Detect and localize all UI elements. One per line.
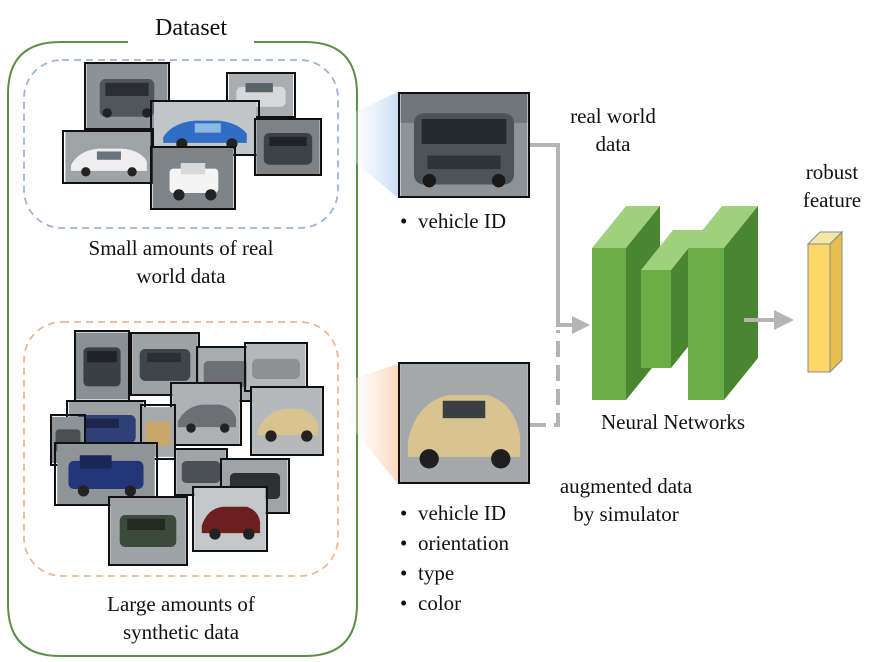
neural-network-label: Neural Networks	[600, 410, 746, 434]
real-car-photo-icon	[150, 100, 260, 156]
feature-vector-block-icon	[806, 230, 844, 374]
real-data-arrow	[530, 143, 572, 327]
synthetic-highlight-wedge	[338, 364, 398, 484]
synthetic-sample-attributes: vehicle ID orientation type color	[400, 498, 509, 618]
real-data-caption-line1: Small amounts of real	[88, 236, 274, 260]
real-sample-car-photo-icon	[398, 92, 530, 198]
synthetic-data-arrow-label-line2: by simulator	[573, 502, 679, 526]
real-data-arrow-label-line2: data	[595, 132, 631, 156]
robust-feature-label-line2: feature	[802, 188, 862, 212]
attribute-item: vehicle ID	[400, 498, 509, 528]
real-data-arrow-label-line1: real world	[570, 104, 656, 128]
synthetic-car-photo-icon	[170, 382, 242, 446]
real-data-caption-line2: world data	[136, 264, 226, 288]
dataset-title: Dataset	[155, 15, 227, 41]
synthetic-car-photo-icon	[108, 496, 188, 566]
attribute-item: vehicle ID	[400, 206, 506, 236]
real-car-photo-icon	[150, 146, 236, 210]
synthetic-car-photo-icon	[54, 442, 158, 506]
synthetic-car-photo-icon	[250, 386, 324, 456]
robust-feature-label-line1: robust	[805, 160, 859, 184]
synthetic-sample-car-photo-icon	[398, 362, 530, 484]
synthetic-car-photo-icon	[244, 342, 308, 392]
real-car-photo-icon	[84, 62, 170, 130]
real-data-group-frame	[23, 59, 339, 229]
synthetic-car-photo-icon	[74, 330, 130, 402]
attribute-item: type	[400, 558, 509, 588]
real-car-photo-icon	[254, 118, 322, 176]
real-car-photo-icon	[62, 130, 154, 184]
real-highlight-wedge	[338, 92, 398, 198]
dataset-frame	[7, 41, 358, 657]
attribute-item: color	[400, 588, 509, 618]
synthetic-data-arrow-label-line1: augmented data	[559, 474, 693, 498]
attribute-item: orientation	[400, 528, 509, 558]
synthetic-car-photo-icon	[192, 486, 268, 552]
synthetic-car-photo-icon	[140, 404, 176, 460]
neural-network-block-icon	[592, 206, 758, 400]
network-input-arrowhead	[572, 316, 590, 334]
synthetic-data-caption-line1: Large amounts of	[107, 592, 255, 616]
real-sample-attributes: vehicle ID	[400, 206, 506, 236]
synthetic-data-group-frame	[23, 321, 339, 577]
synthetic-data-arrow	[530, 330, 560, 427]
synthetic-data-caption-line2: synthetic data	[122, 620, 240, 644]
output-arrowhead	[774, 310, 794, 330]
